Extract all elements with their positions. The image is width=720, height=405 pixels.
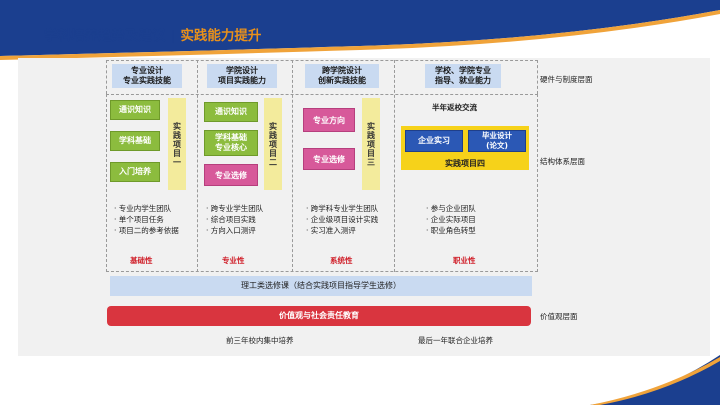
col3-bullet-3: 实习准入测评 <box>310 226 356 235</box>
column-3-header-line-1: 跨学院设计 <box>322 66 362 75</box>
column-3-header-line-2: 创新实践技能 <box>318 76 366 85</box>
col3-specialty-elective: 专业选修 <box>303 148 355 170</box>
column-1-header-line-1: 专业设计 <box>131 66 163 75</box>
hardware-layer-frame <box>106 60 538 94</box>
col1-general-knowledge: 通识知识 <box>110 100 160 120</box>
column-3-header: 跨学院设计 创新实践技能 <box>305 64 379 88</box>
col3-bullets: · 跨学科专业学生团队 · 企业级项目设计实践 · 实习准入测评 <box>306 204 379 235</box>
col2-bullet-3: 方向入口测评 <box>210 226 256 235</box>
col2-bullet-2: 综合项目实践 <box>210 215 256 224</box>
col3-bullet-1: 跨学科专业学生团队 <box>310 204 379 213</box>
values-education-bar: 价值观与社会责任教育 <box>107 306 531 326</box>
column-2-header-line-2: 项目实践能力 <box>218 76 266 85</box>
column-divider-1 <box>197 60 198 272</box>
label-hardware-layer: 硬件与制度层面 <box>540 75 593 84</box>
col1-bullet-1: 专业内学生团队 <box>118 204 172 213</box>
column-divider-3 <box>394 60 395 272</box>
col4-bullets: · 参与企业团队 · 企业实际项目 · 职业角色转型 <box>426 204 476 235</box>
col1-project-label: 实践项目一 <box>168 98 186 190</box>
column-4-header: 学校、学院专业 指导、就业能力 <box>425 64 501 88</box>
column-4-header-line-1: 学校、学院专业 <box>435 66 491 75</box>
footer-decoration <box>590 355 720 405</box>
title-separator: | <box>170 28 176 44</box>
col1-entry-training: 入门培养 <box>110 162 160 182</box>
column-2-header-line-1: 学院设计 <box>226 66 258 75</box>
col2-project-label: 实践项目二 <box>264 98 282 190</box>
col4-project-label: 实践项目四 <box>445 159 485 168</box>
col2-bullets: · 跨专业学生团队 · 综合项目实践 · 方向入口测评 <box>206 204 264 235</box>
page-title: 学科培养趋势及建议|实践能力提升 <box>44 27 261 45</box>
bottom-label-final-year: 最后一年联合企业培养 <box>418 336 493 345</box>
elective-courses-bar: 理工类选修课（结合实践项目指导学生选修） <box>110 276 532 296</box>
header-decoration <box>0 0 720 60</box>
col4-enterprise-internship: 企业实习 <box>405 130 463 152</box>
column-divider-2 <box>292 60 293 272</box>
col1-bullet-2: 单个项目任务 <box>118 215 164 224</box>
col2-bullet-1: 跨专业学生团队 <box>210 204 264 213</box>
col4-graduation-design: 毕业设计 (论文) <box>468 130 526 152</box>
footer-blue-swoosh <box>590 355 720 405</box>
page-title-main: 学科培养趋势及建议 <box>44 28 166 44</box>
col1-tag: 基础性 <box>130 256 153 265</box>
col1-bullets: · 专业内学生团队 · 单个项目任务 · 项目二的参考依据 <box>114 204 179 235</box>
structure-layer-frame <box>106 94 538 272</box>
column-1-header-line-2: 专业实践技能 <box>123 76 171 85</box>
column-1-header: 专业设计 专业实践技能 <box>112 64 182 88</box>
label-structure-layer: 结构体系层面 <box>540 157 585 166</box>
col2-tag: 专业性 <box>222 256 245 265</box>
col1-discipline-basics: 学科基础 <box>110 131 160 151</box>
col4-bullet-3: 职业角色转型 <box>430 226 476 235</box>
col3-bullet-2: 企业级项目设计实践 <box>310 215 379 224</box>
col4-bullet-1: 参与企业团队 <box>430 204 476 213</box>
column-4-header-line-2: 指导、就业能力 <box>435 76 491 85</box>
col4-tag: 职业性 <box>453 256 476 265</box>
page-title-highlight: 实践能力提升 <box>180 28 262 44</box>
col4-bullet-2: 企业实际项目 <box>430 215 476 224</box>
col2-general-knowledge: 通识知识 <box>204 102 258 122</box>
bottom-label-first-three-years: 前三年校内集中培养 <box>226 336 294 345</box>
label-values-layer: 价值观层面 <box>540 312 578 321</box>
header-blue-swoosh <box>0 0 720 56</box>
col2-discipline-core: 学科基础 专业核心 <box>204 130 258 156</box>
col2-specialty-elective: 专业选修 <box>204 164 258 186</box>
column-2-header: 学院设计 项目实践能力 <box>207 64 277 88</box>
header-orange-swoosh <box>0 10 720 60</box>
col3-project-label: 实践项目三 <box>362 98 380 190</box>
col1-bullet-3: 项目二的参考依据 <box>118 226 179 235</box>
col4-top-note: 半年返校交流 <box>432 103 477 112</box>
col3-tag: 系统性 <box>330 256 353 265</box>
col3-specialty-direction: 专业方向 <box>303 108 355 132</box>
